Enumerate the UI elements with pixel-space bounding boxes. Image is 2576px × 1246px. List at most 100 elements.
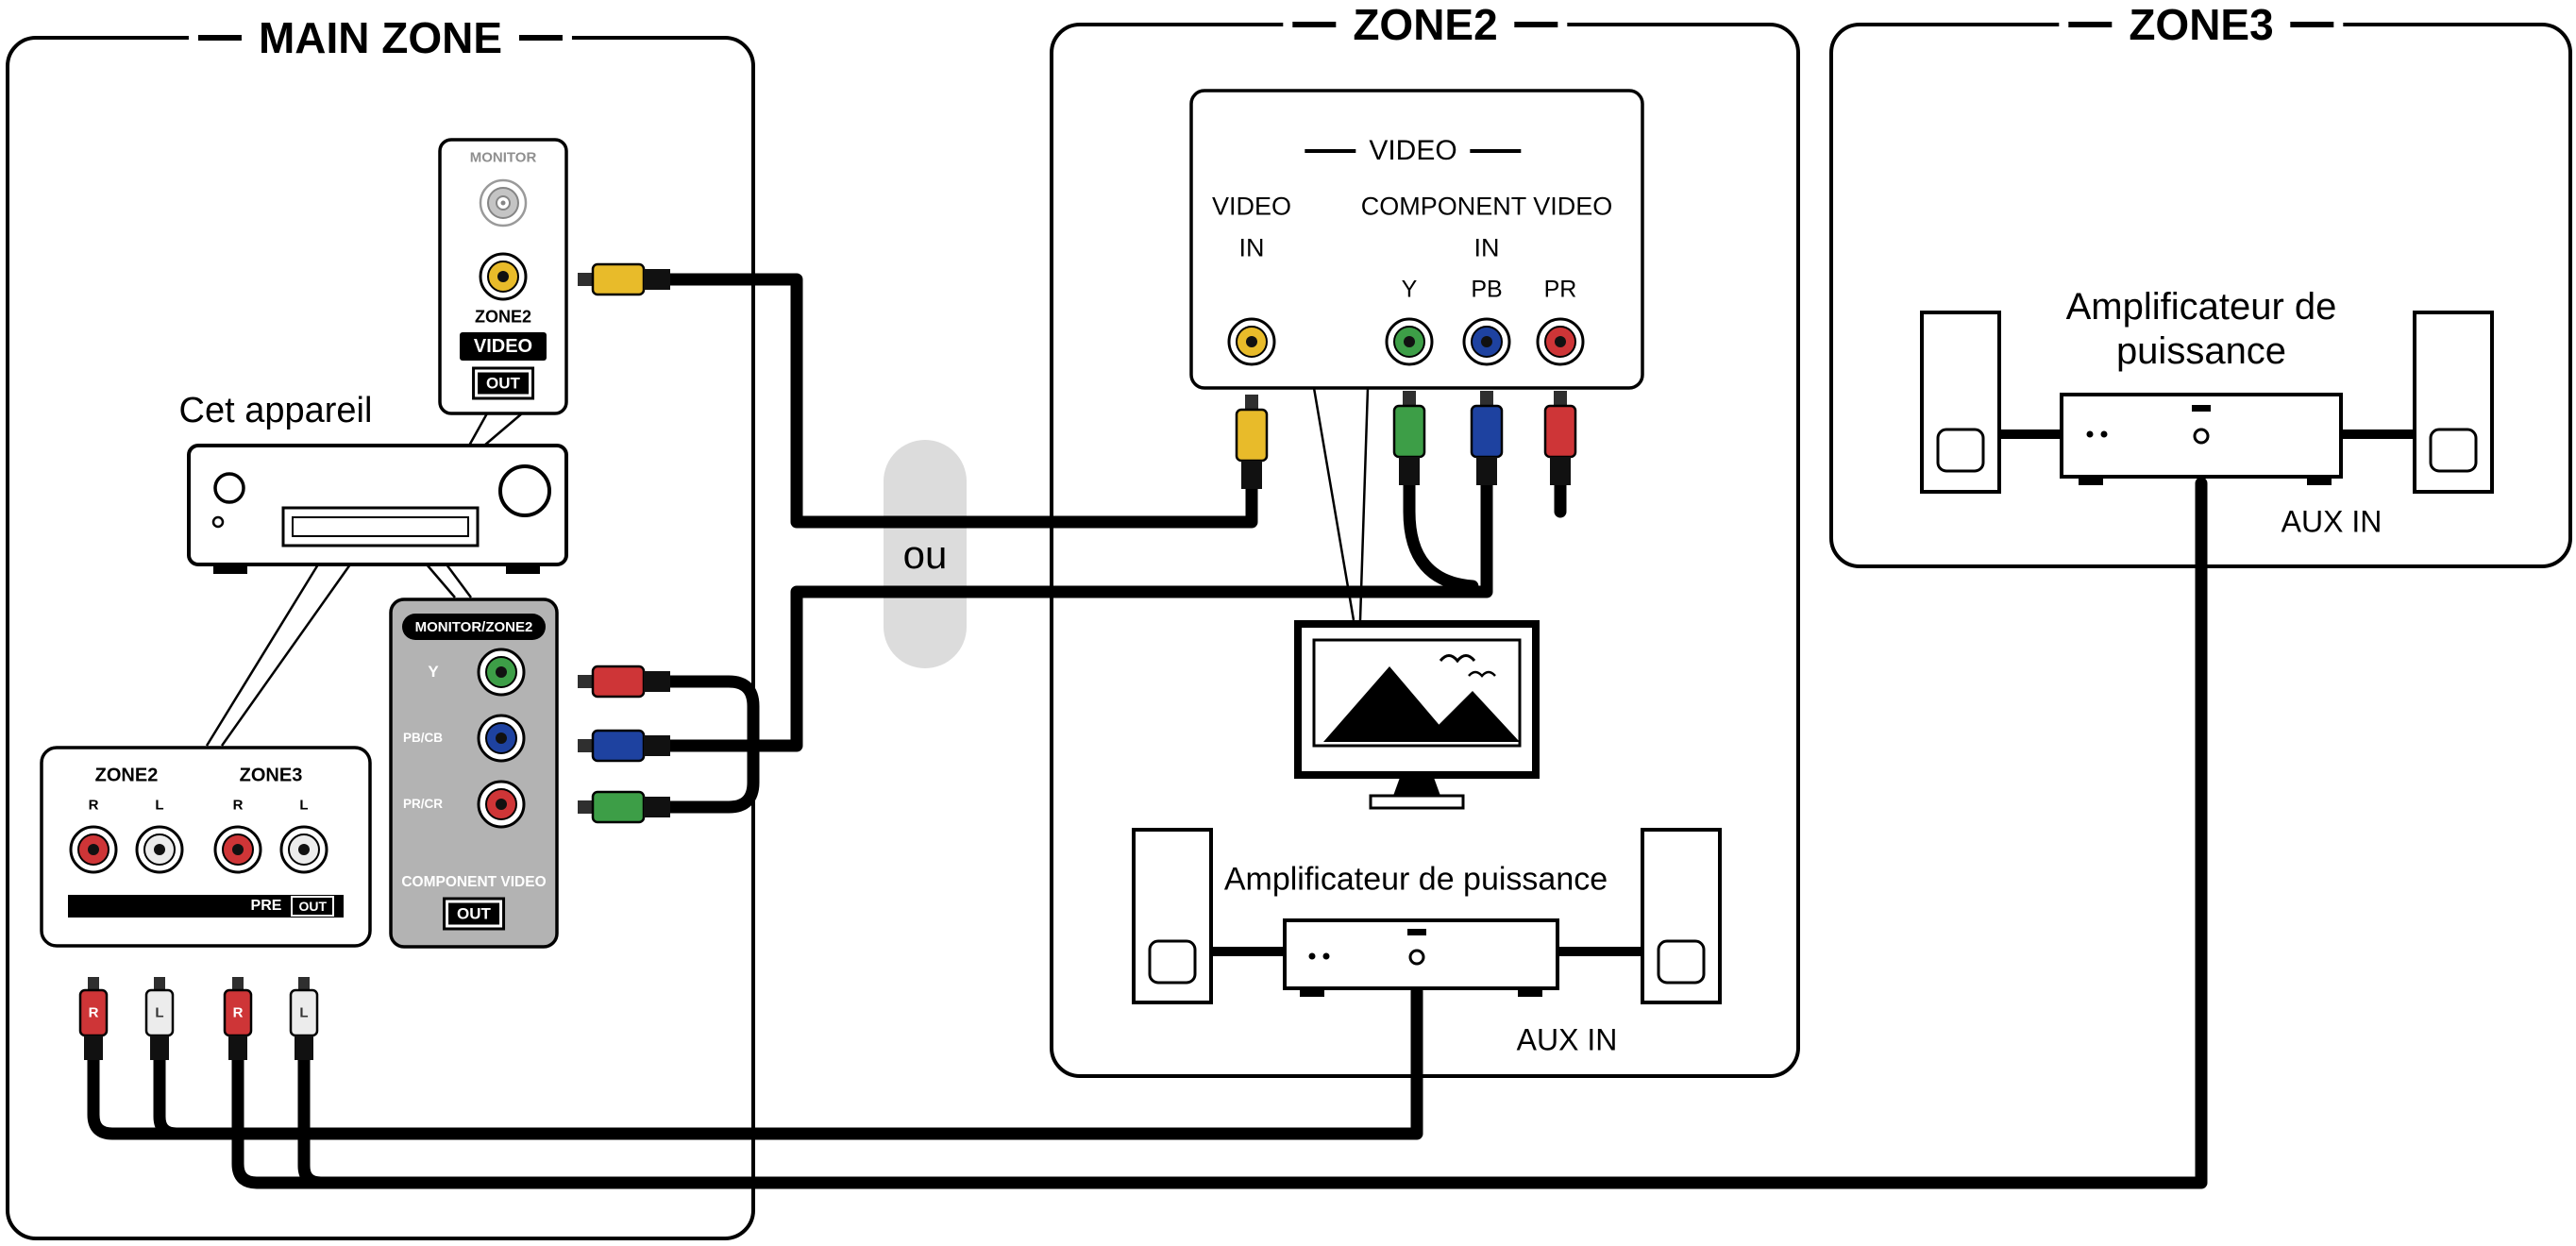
preout-jack-zone3-l-icon bbox=[279, 825, 328, 874]
main-zone-box bbox=[6, 36, 755, 1240]
callout-receiver-to-preout bbox=[205, 564, 352, 747]
preout-jack-zone2-r-icon bbox=[69, 825, 118, 874]
zone2-power-amplifier bbox=[1283, 918, 1559, 997]
tv-bird-1 bbox=[1439, 654, 1476, 664]
plug-letter-r2: R bbox=[232, 1004, 244, 1021]
or-label: ou bbox=[902, 531, 948, 577]
monitor-label: MONITOR bbox=[469, 149, 537, 166]
component-in-plug-blue-icon bbox=[1470, 391, 1504, 485]
component-y-label: Y bbox=[428, 663, 439, 682]
zone2-aux-in-label: AUX IN bbox=[1516, 1022, 1618, 1057]
plug-letter-l1: L bbox=[155, 1004, 164, 1021]
callout-panel-to-tv bbox=[1312, 387, 1370, 621]
plug-letter-l2: L bbox=[299, 1004, 309, 1021]
main-zone-title: MAIN ZONE bbox=[188, 12, 573, 63]
zone3-speaker-right bbox=[2413, 311, 2494, 494]
zone3-speaker-left bbox=[1920, 311, 2001, 494]
component-in-jack-blue-icon bbox=[1462, 317, 1511, 366]
zone2-amp-label: Amplificateur de puissance bbox=[1223, 861, 1608, 898]
video-in-label: VIDEO bbox=[1211, 192, 1292, 221]
video-in-plug-yellow-icon bbox=[1235, 395, 1269, 489]
video-in-panel-header: VIDEO bbox=[1299, 135, 1527, 167]
component-jack-blue-icon bbox=[477, 714, 526, 763]
component-jack-green-icon bbox=[477, 648, 526, 697]
preout-channel-l2: L bbox=[299, 797, 309, 814]
component-plug-blue-icon bbox=[578, 729, 670, 763]
video-cable bbox=[660, 273, 1258, 529]
tv-bird-2 bbox=[1468, 670, 1496, 678]
preout-plug-zone3-l-icon bbox=[289, 977, 319, 1060]
preout-plug-zone3-r-icon bbox=[223, 977, 253, 1060]
callout-receiver-to-component bbox=[426, 564, 473, 598]
device-label: Cet appareil bbox=[178, 391, 373, 431]
component-out-footer: COMPONENT VIDEO bbox=[401, 874, 547, 891]
component-plug-green-icon bbox=[578, 790, 670, 824]
component-pr-label: PR/CR bbox=[402, 797, 444, 812]
tv bbox=[1294, 620, 1540, 810]
video-out-out-box: OUT bbox=[472, 366, 534, 400]
component-in-sub: IN bbox=[1473, 233, 1500, 262]
video-out-zone2-label: ZONE2 bbox=[474, 307, 532, 327]
video-in-jack-yellow-icon bbox=[1227, 317, 1276, 366]
component-in-plug-red-icon bbox=[1543, 391, 1577, 485]
tv-stand-base bbox=[1369, 794, 1465, 810]
preout-jack-zone2-l-icon bbox=[135, 825, 184, 874]
preout-channel-l1: L bbox=[155, 797, 164, 814]
zone2-title: ZONE2 bbox=[1283, 0, 1568, 50]
component-in-jack-green-icon bbox=[1385, 317, 1434, 366]
zone3-amp-label-line1: Amplificateur de bbox=[2065, 286, 2337, 328]
component-in-jack-red-icon bbox=[1536, 317, 1585, 366]
component-fan-green bbox=[1403, 470, 1479, 593]
speaker-wires bbox=[1211, 429, 2416, 956]
receiver-knob-left bbox=[213, 472, 245, 504]
preout-jack-zone3-r-icon bbox=[213, 825, 262, 874]
pre-label: PRE bbox=[250, 898, 282, 914]
zone3-amp-label-line2: puissance bbox=[2115, 330, 2287, 372]
callout-lines bbox=[205, 387, 1370, 747]
zone3-audio-cable bbox=[231, 477, 2208, 1189]
zone2-pb-label: PB bbox=[1471, 276, 1503, 303]
video-plug-yellow-icon bbox=[578, 262, 670, 296]
component-out-out-box: OUT bbox=[443, 897, 505, 931]
video-out-video-bar: VIDEO bbox=[460, 332, 547, 361]
zone2-speaker-left bbox=[1132, 828, 1213, 1004]
video-in-sub: IN bbox=[1238, 233, 1265, 262]
zone2-audio-cable bbox=[87, 985, 1423, 1140]
callout-videoout-to-receiver bbox=[467, 413, 523, 446]
preout-zone2-label: ZONE2 bbox=[94, 765, 159, 786]
plug-letter-r1: R bbox=[88, 1004, 99, 1021]
video-out-jack-yellow-icon bbox=[479, 252, 528, 301]
component-in-plug-green-icon bbox=[1392, 391, 1426, 485]
zone2-audio-join bbox=[153, 1027, 210, 1140]
component-out-header: MONITOR/ZONE2 bbox=[402, 614, 546, 640]
receiver-power-dot bbox=[211, 515, 225, 529]
preout-channel-r1: R bbox=[88, 797, 99, 814]
component-jack-red-icon bbox=[477, 780, 526, 829]
zone2-speaker-right bbox=[1641, 828, 1722, 1004]
zone2-pr-label: PR bbox=[1543, 276, 1577, 303]
preout-bar: PRE OUT bbox=[68, 895, 344, 918]
component-out-panel bbox=[389, 598, 559, 949]
component-in-label: COMPONENT VIDEO bbox=[1360, 192, 1613, 221]
cables bbox=[87, 273, 2208, 1189]
or-pill bbox=[884, 440, 967, 668]
tv-mountain-left bbox=[1323, 666, 1454, 742]
component-pb-label: PB/CB bbox=[402, 731, 444, 746]
tv-stand-neck bbox=[1393, 775, 1440, 796]
preout-plug-zone2-l-icon bbox=[144, 977, 175, 1060]
zone2-y-label: Y bbox=[1401, 276, 1418, 303]
preout-channel-r2: R bbox=[232, 797, 244, 814]
tv-mountain-right bbox=[1422, 691, 1520, 742]
zone3-power-amplifier bbox=[2060, 393, 2343, 485]
receiver-knob-right bbox=[498, 464, 551, 517]
preout-out-box: OUT bbox=[291, 896, 334, 917]
component-cable-red-branch bbox=[660, 675, 760, 747]
monitor-jack-icon bbox=[479, 178, 528, 227]
preout-zone3-label: ZONE3 bbox=[239, 765, 303, 786]
av-receiver bbox=[187, 444, 568, 574]
component-cable-green-branch bbox=[660, 742, 760, 814]
zone3-audio-join bbox=[297, 1027, 354, 1189]
zone3-aux-in-label: AUX IN bbox=[2281, 504, 2382, 539]
